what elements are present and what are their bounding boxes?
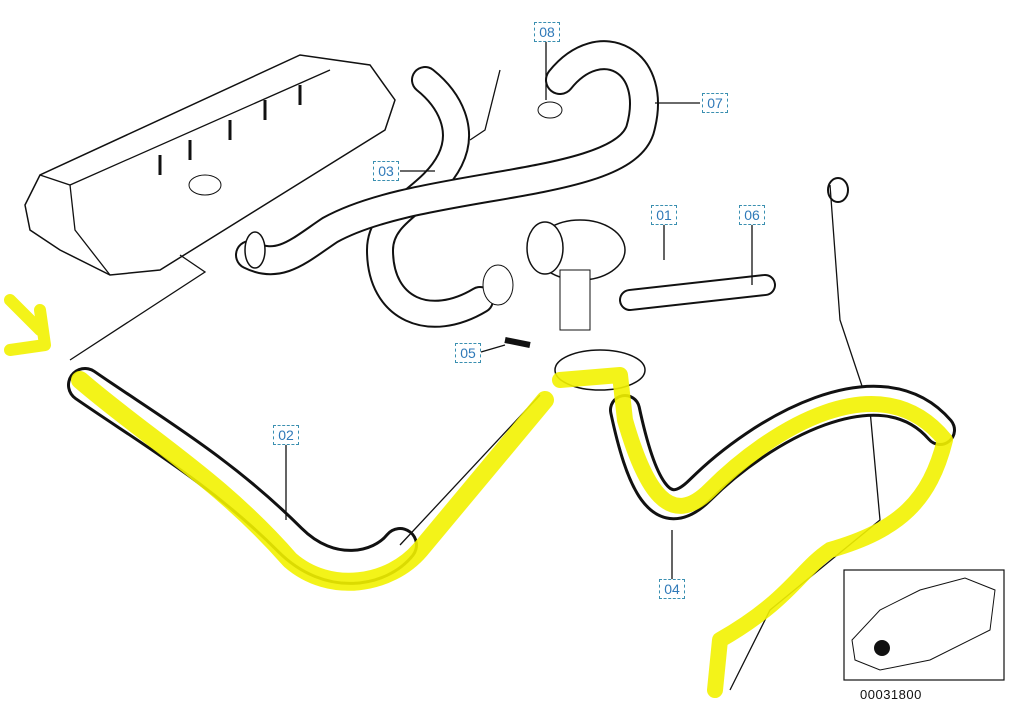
callout-04[interactable]: 04 <box>659 579 685 599</box>
highlight-marks <box>4 294 953 698</box>
leader-lines <box>285 42 753 579</box>
callout-03[interactable]: 03 <box>373 161 399 181</box>
valve-cover <box>24 54 396 361</box>
diagram-reference-number: 00031800 <box>860 687 922 702</box>
vehicle-location-inset <box>843 569 1005 681</box>
hose-07 <box>235 40 659 276</box>
callout-06[interactable]: 06 <box>739 205 765 225</box>
callout-01[interactable]: 01 <box>651 205 677 225</box>
callout-08[interactable]: 08 <box>534 22 560 42</box>
callout-07[interactable]: 07 <box>702 93 728 113</box>
callout-05[interactable]: 05 <box>455 343 481 363</box>
callout-02[interactable]: 02 <box>273 425 299 445</box>
valve-01 <box>482 219 646 391</box>
